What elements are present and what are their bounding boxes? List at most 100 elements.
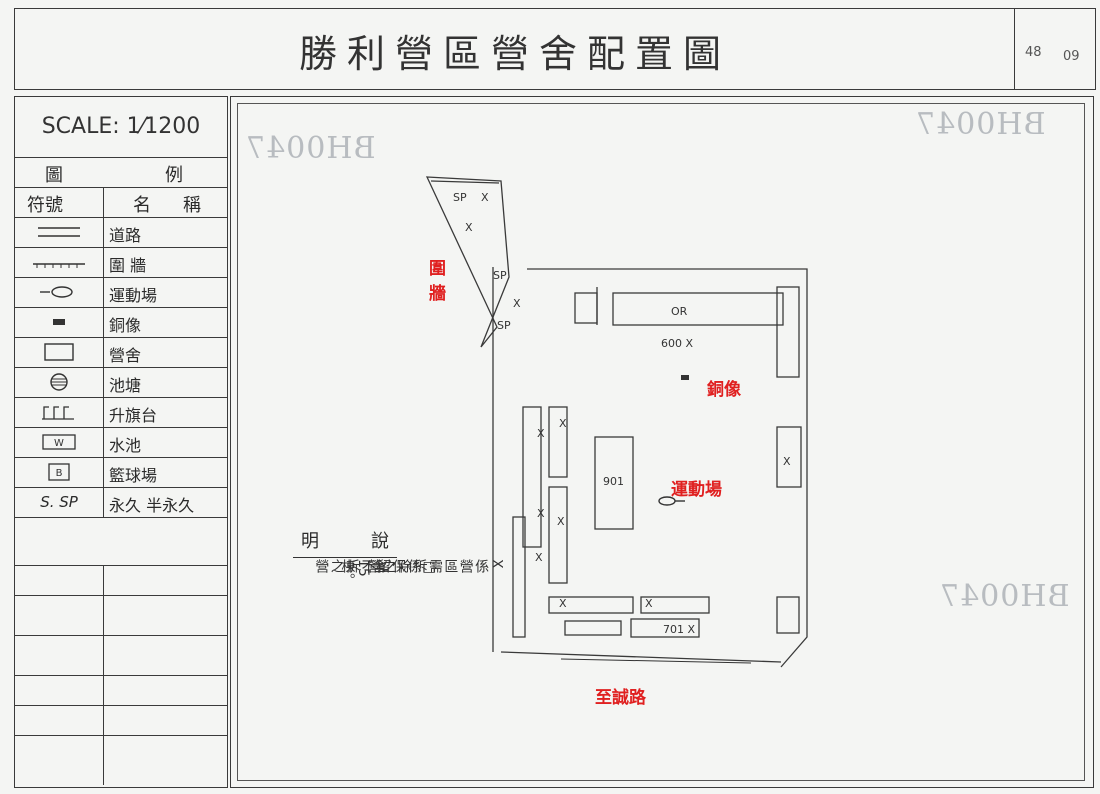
notes-col-3: □係保留不拆之營 <box>313 559 438 575</box>
svg-text:X: X <box>645 597 653 610</box>
svg-text:X: X <box>513 297 521 310</box>
legend-panel: SCALE: 1⁄1200 圖 例 符號 名 稱 道路 圍 牆 運動場 銅像 <box>14 96 228 788</box>
svg-text:X: X <box>537 427 545 440</box>
legend-name-pond: 池塘 <box>109 376 142 395</box>
perimeter-wall-top <box>527 268 808 347</box>
svg-text:901: 901 <box>603 475 624 488</box>
legend-name-basketball: 籃球場 <box>109 466 158 485</box>
building-right-1 <box>776 426 802 488</box>
notes-block: 明 說 X係營區需拆除之營 舍15棟。 □係保留不拆之營 <box>293 527 505 587</box>
notes-col-2: 舍15棟。 <box>339 559 387 587</box>
svg-text:701 X: 701 X <box>663 623 695 636</box>
legend-name-barracks: 營舍 <box>109 346 142 365</box>
barracks-icon <box>44 343 74 361</box>
svg-text:X: X <box>557 515 565 528</box>
building-top-right <box>776 286 800 378</box>
building-left-col-2 <box>548 406 568 478</box>
building-bottom-1 <box>548 596 634 614</box>
sports-field-marker <box>658 496 685 506</box>
notes-title-left: 明 <box>301 531 319 552</box>
legend-empty-row <box>15 675 227 706</box>
annotation-road: 至誠路 <box>595 688 646 708</box>
annotation-wall: 圍牆 <box>425 259 445 309</box>
legend-row-road: 道路 <box>15 217 227 248</box>
map-inner-frame <box>237 103 1085 781</box>
building-left-col-1 <box>522 406 542 548</box>
svg-text:B: B <box>56 468 63 479</box>
svg-text:SP: SP <box>497 319 511 332</box>
svg-text:X: X <box>537 507 545 520</box>
title-block: 勝利營區營舍配置圖 48 09 <box>14 8 1096 90</box>
legend-row-flagpole: 升旗台 <box>15 397 227 428</box>
page-title: 勝利營區營舍配置圖 <box>298 32 731 76</box>
legend-row-pond: 池塘 <box>15 367 227 398</box>
building-top-left <box>574 292 598 324</box>
legend-heading-right: 例 <box>165 165 183 186</box>
svg-text:SP: SP <box>453 191 467 204</box>
road-icon <box>38 227 80 237</box>
building-bottom-3 <box>564 620 622 636</box>
annotation-statue: 銅像 <box>707 380 741 400</box>
legend-row-permanence: S. SP 永久 半永久 <box>15 487 227 518</box>
statue-icon <box>53 319 65 325</box>
legend-row-sports-field: 運動場 <box>15 277 227 308</box>
svg-text:600 X: 600 X <box>661 337 693 350</box>
svg-text:SP: SP <box>493 269 507 282</box>
legend-empty-row <box>15 565 227 596</box>
notes-col-1: X係營區需拆除之營 <box>365 559 505 573</box>
building-901 <box>594 436 634 530</box>
basketball-court-icon: B <box>48 463 70 481</box>
scale-label: SCALE: 1⁄1200 <box>15 97 227 158</box>
legend-name-road: 道路 <box>109 226 142 245</box>
legend-name-permanence: 永久 半永久 <box>109 496 195 515</box>
statue-marker <box>681 375 689 380</box>
legend-col-name-2: 稱 <box>183 195 201 216</box>
sheet-code-right: 09 <box>1063 49 1080 64</box>
legend-empty-row <box>15 517 227 566</box>
building-left-col-3 <box>548 486 568 584</box>
legend-name-sports-field: 運動場 <box>109 286 158 305</box>
wall-icon <box>33 263 85 268</box>
legend-empty-row <box>15 735 227 785</box>
building-bottom-2 <box>640 596 710 614</box>
legend-empty-row <box>15 705 227 736</box>
legend-row-statue: 銅像 <box>15 307 227 338</box>
notes-title-right: 說 <box>371 531 389 552</box>
legend-name-statue: 銅像 <box>109 316 142 335</box>
legend-empty-row <box>15 595 227 636</box>
building-right-2 <box>776 596 800 634</box>
legend-name-wall: 圍 牆 <box>109 256 147 275</box>
building-left-col-4 <box>512 516 526 638</box>
legend-row-wall: 圍 牆 <box>15 247 227 278</box>
flagpole-icon <box>42 406 74 420</box>
notes-title: 明 說 <box>293 527 397 558</box>
legend-name-water-pool: 水池 <box>109 436 142 455</box>
svg-text:X: X <box>481 191 489 204</box>
legend-heading: 圖 例 <box>15 157 227 188</box>
site-plan-map: BH0047 BH0047 BH0047 明 說 X係營區需拆除之營 舍15棟。… <box>230 96 1094 788</box>
annotation-sports-field: 運動場 <box>671 480 722 500</box>
sheet-code-box: 48 09 <box>1014 9 1095 89</box>
perimeter-wall-right <box>780 347 808 668</box>
legend-empty-row <box>15 635 227 676</box>
water-pool-icon: W <box>42 434 76 450</box>
svg-text:OR: OR <box>671 305 688 318</box>
svg-text:X: X <box>783 455 791 468</box>
s-sp-label: S. SP <box>40 493 78 511</box>
legend-col-symbol: 符號 <box>27 195 63 216</box>
sheet-code-left: 48 <box>1025 45 1042 60</box>
triangle-lot <box>425 176 510 348</box>
sports-field-icon <box>40 286 73 298</box>
legend-row-basketball: B 籃球場 <box>15 457 227 488</box>
legend-heading-left: 圖 <box>45 165 63 186</box>
legend-name-flagpole: 升旗台 <box>109 406 158 425</box>
svg-text:X: X <box>559 597 567 610</box>
legend-col-name-1: 名 <box>133 195 151 216</box>
svg-text:W: W <box>54 438 64 449</box>
svg-text:X: X <box>559 417 567 430</box>
perimeter-wall-bottom <box>500 651 782 663</box>
svg-text:X: X <box>465 221 473 234</box>
legend-row-water-pool: W 水池 <box>15 427 227 458</box>
